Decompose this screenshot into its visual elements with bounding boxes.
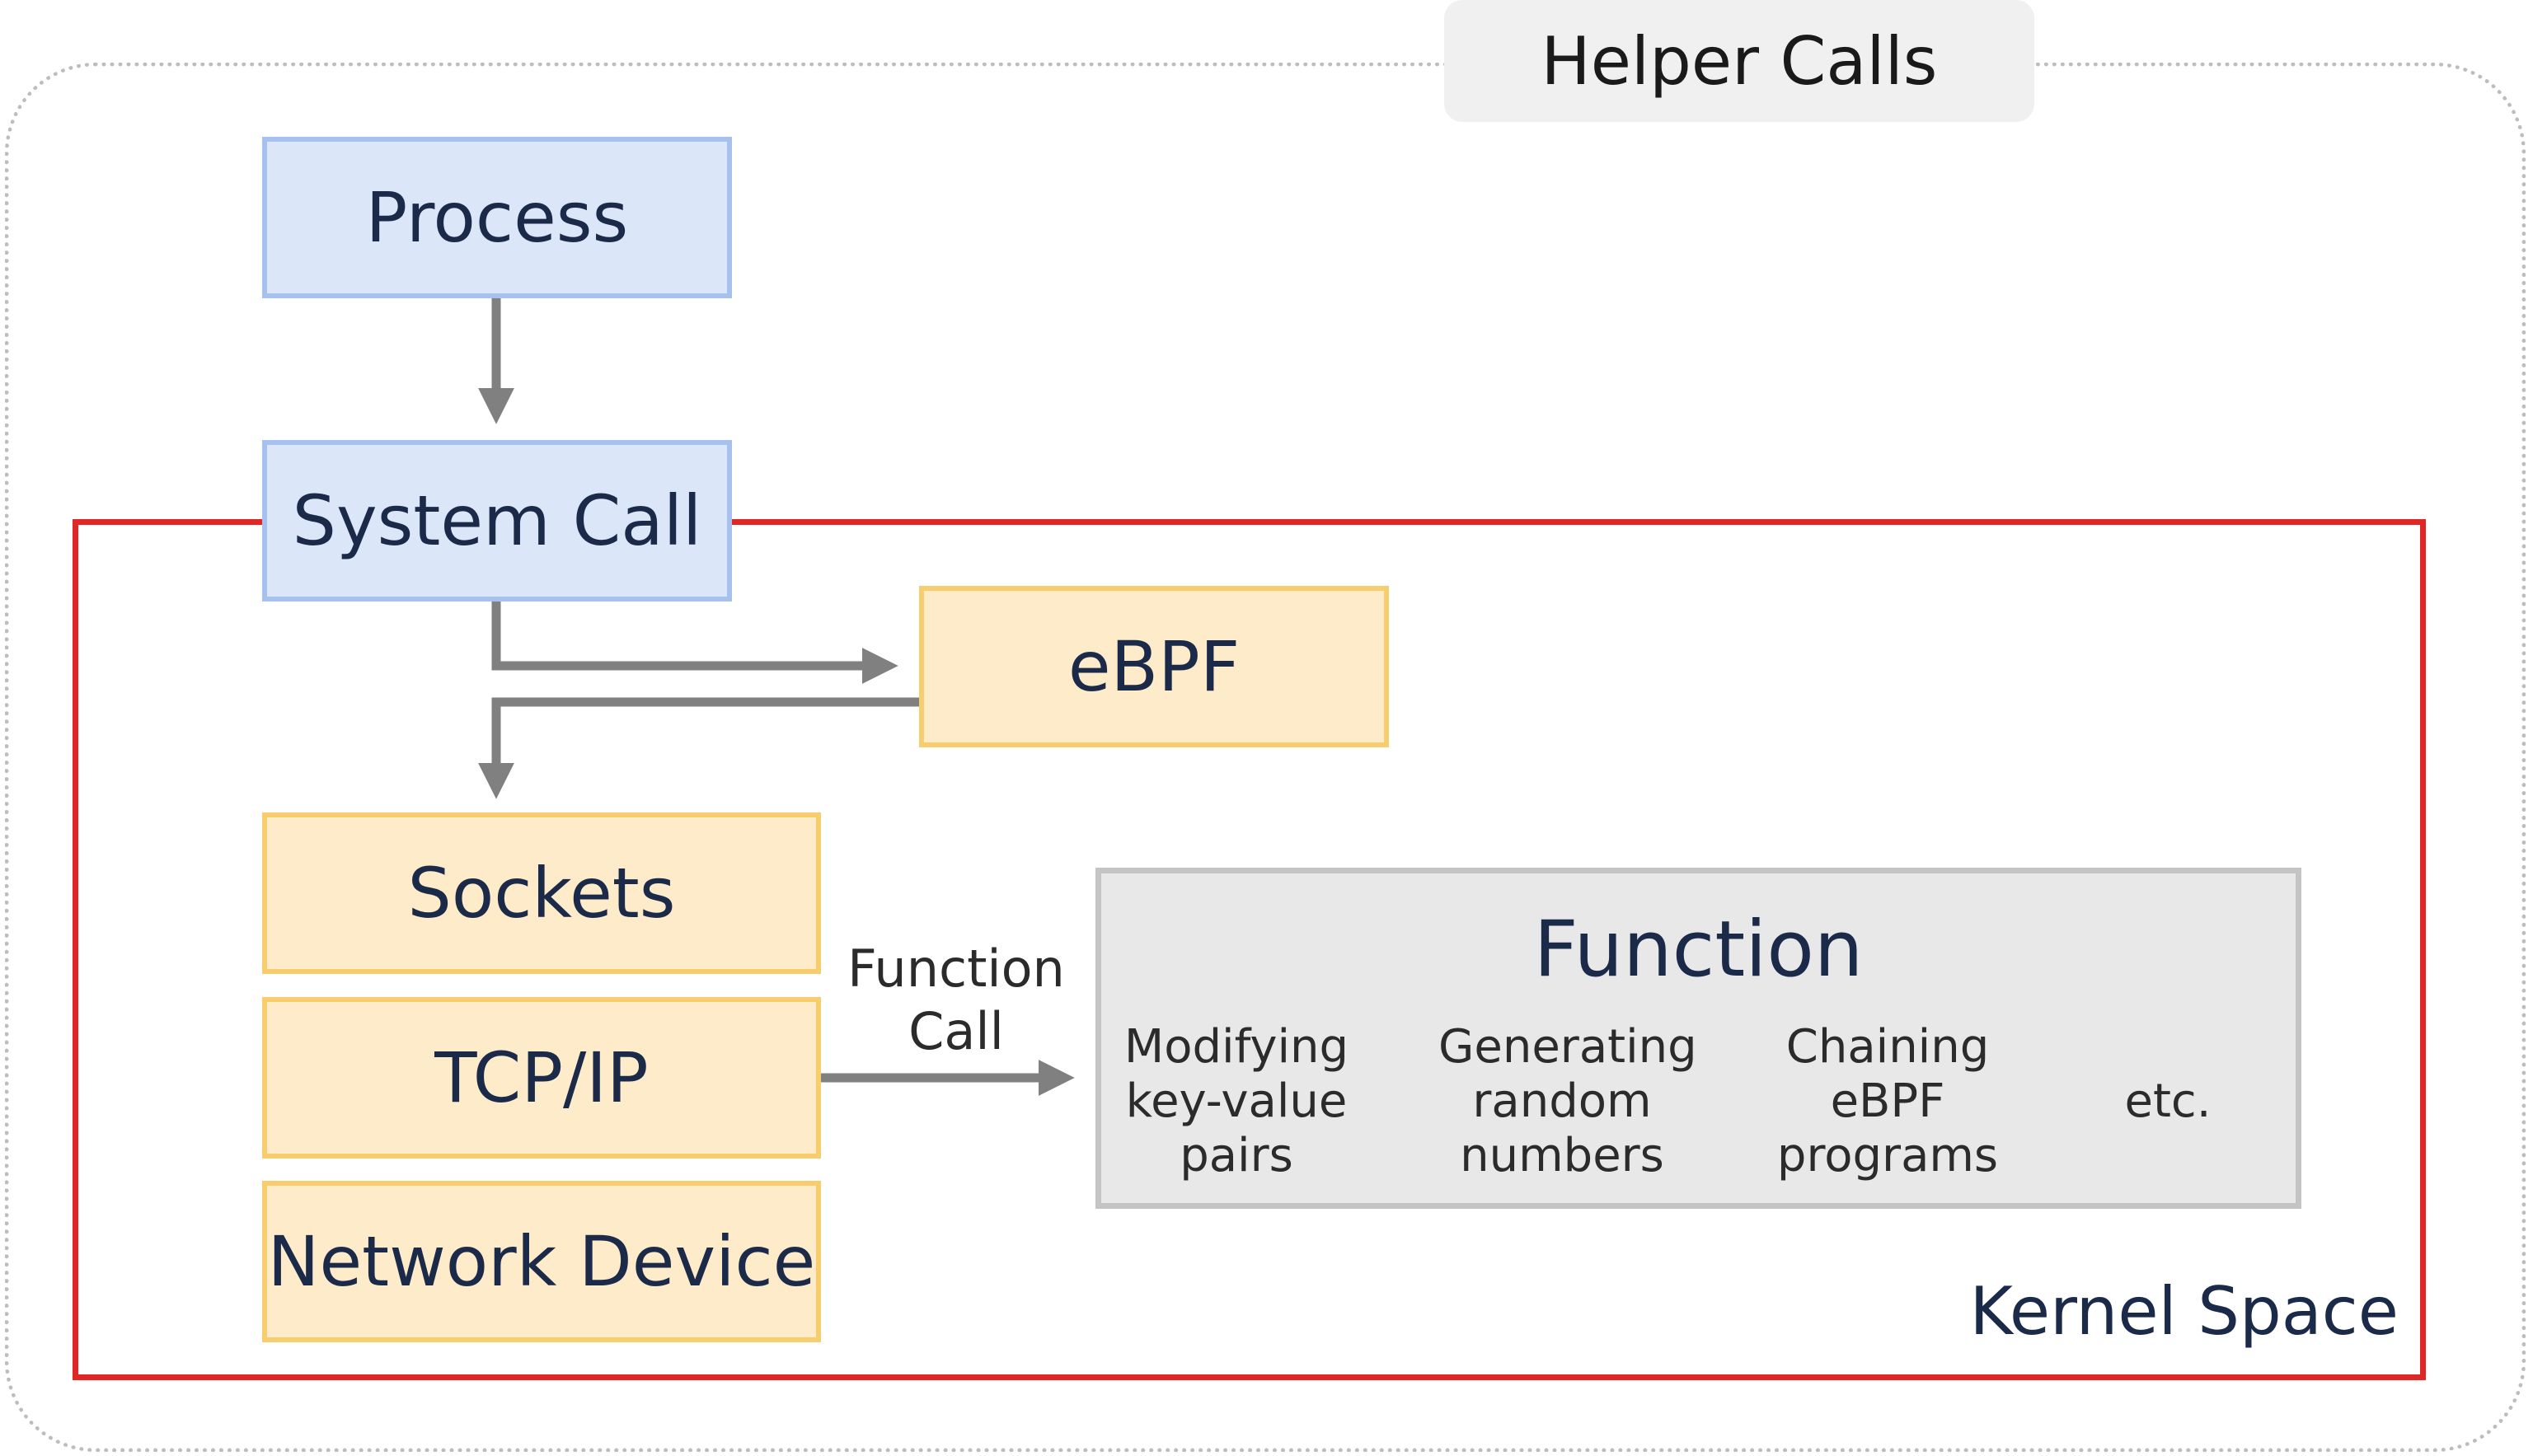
- process-box: Process: [262, 137, 732, 298]
- sockets-box: Sockets: [262, 812, 821, 974]
- system-call-box: System Call: [262, 440, 732, 602]
- kernel-space-region: [73, 519, 2426, 1380]
- function-call-label: Function Call: [847, 939, 1065, 1061]
- helper-calls-region: [5, 63, 2526, 1452]
- function-item-generating: Generating random numbers: [1438, 1020, 1697, 1182]
- kernel-space-label: Kernel Space: [1969, 1273, 2399, 1350]
- helper-calls-label: Helper Calls: [1444, 0, 2034, 122]
- function-box: [1095, 868, 2301, 1209]
- function-item-modifying: Modifying key-value pairs: [1123, 1020, 1349, 1182]
- ebpf-box: eBPF: [919, 586, 1389, 747]
- arrow-ebpf-to-sockets: [478, 697, 919, 799]
- arrow-syscall-to-ebpf: [491, 602, 898, 684]
- function-title: Function: [1533, 905, 1864, 995]
- tcpip-box: TCP/IP: [262, 997, 821, 1159]
- function-item-chaining: Chaining eBPF programs: [1776, 1020, 1999, 1182]
- function-item-etc: etc.: [2124, 1074, 2212, 1128]
- network-device-box: Network Device: [262, 1181, 821, 1342]
